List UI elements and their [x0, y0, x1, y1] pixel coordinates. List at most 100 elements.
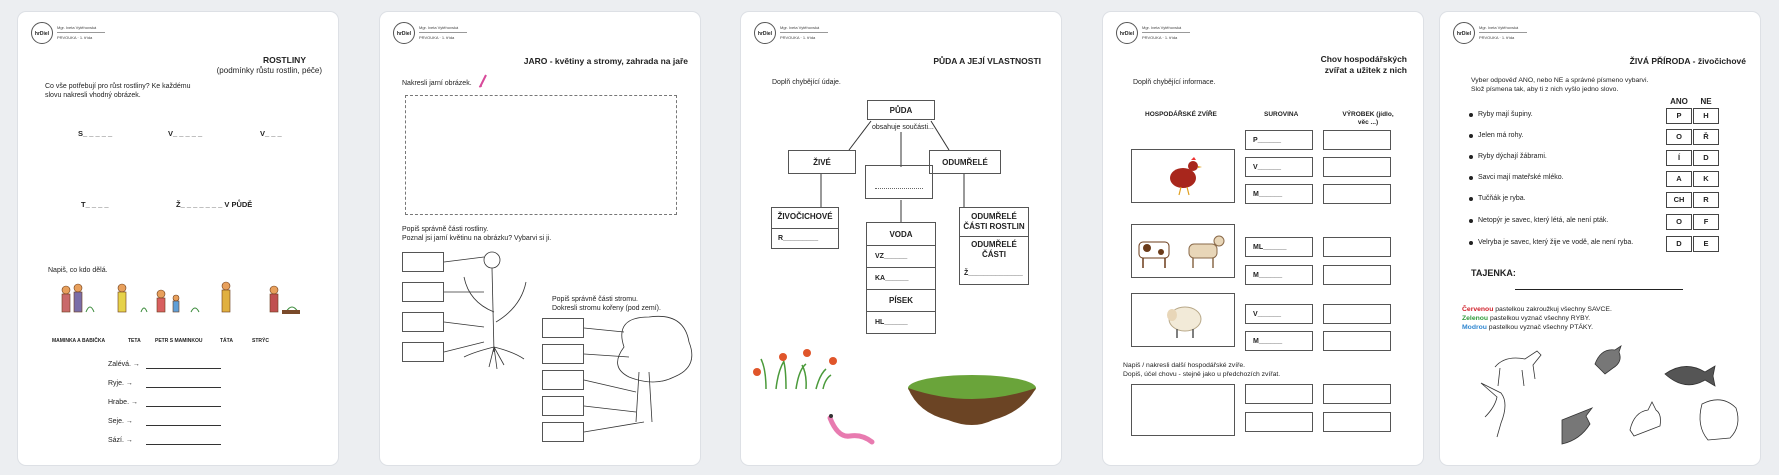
plant-label-box-3[interactable]: [402, 312, 444, 332]
node-item-3-label: PÍSEK: [888, 296, 913, 305]
tree-label-box-1[interactable]: [542, 318, 584, 338]
plant-label-box-4[interactable]: [402, 342, 444, 362]
product-box-5[interactable]: [1323, 265, 1391, 285]
node-item-1-label: VZ______: [875, 253, 908, 260]
divider: [959, 236, 1029, 237]
page-title: Chov hospodářských zvířat a užitek z nic…: [1320, 54, 1407, 76]
color-word-blue: Modrou: [1462, 324, 1487, 331]
answer-no-1[interactable]: H: [1693, 108, 1719, 124]
tree-label-box-4[interactable]: [542, 396, 584, 416]
page-title: ŽIVÁ PŘÍRODA - živočichové: [1629, 56, 1746, 66]
bullet: [1469, 197, 1473, 201]
plant-label-box-1[interactable]: [402, 252, 444, 272]
product-box-2[interactable]: [1323, 157, 1391, 177]
color-task-2-text: pastelkou vyznač všechny RYBY.: [1488, 315, 1591, 322]
verb-2: Ryje. →: [108, 380, 133, 387]
product-box-3[interactable]: [1323, 184, 1391, 204]
header-author: Mgr. Iveta Vytěhovská: [1142, 25, 1182, 30]
secret-word-label: TAJENKA:: [1471, 268, 1516, 278]
gardening-people-illustration: [61, 281, 300, 314]
bullet: [1469, 241, 1473, 245]
school-logo: hrDiel: [754, 22, 776, 44]
color-task-3: Modrou pastelkou vyznač všechny PTÁKY.: [1462, 324, 1593, 333]
col-yes: ANO: [1670, 97, 1688, 106]
drawing-area[interactable]: [405, 95, 677, 215]
worksheet-rostliny: hrDiel Mgr. Iveta Vytěhovská PRVOUKA · 1…: [17, 11, 339, 466]
plant-task: Popiš správně části rostliny. Poznal jsi…: [402, 226, 552, 243]
animal-box-cow-goat: [1131, 224, 1235, 278]
material-box-2[interactable]: [1245, 157, 1313, 177]
bullet: [1469, 176, 1473, 180]
statement-3: Ryby dýchají žábrami.: [1478, 153, 1547, 160]
answer-line-1: [146, 368, 221, 369]
node-puda: [867, 100, 935, 120]
node-item-2-label: KA______: [875, 275, 909, 282]
extra-product-box-2[interactable]: [1323, 412, 1391, 432]
instruction: Doplň chybějící informace.: [1133, 79, 1216, 86]
material-box-3[interactable]: [1245, 184, 1313, 204]
answer-no-6[interactable]: F: [1693, 214, 1719, 230]
header-author: Mgr. Iveta Vytěhovská: [57, 25, 97, 30]
material-box-6[interactable]: [1245, 304, 1313, 324]
material-box-5[interactable]: [1245, 265, 1313, 285]
extra-material-box-1[interactable]: [1245, 384, 1313, 404]
product-box-6[interactable]: [1323, 304, 1391, 324]
tree-label-box-2[interactable]: [542, 344, 584, 364]
answer-yes-2[interactable]: O: [1666, 129, 1692, 145]
extra-product-box-1[interactable]: [1323, 384, 1391, 404]
answer-yes-3[interactable]: Í: [1666, 150, 1692, 166]
material-fill-1: P______: [1253, 137, 1282, 144]
product-box-1[interactable]: [1323, 130, 1391, 150]
divider: [771, 228, 839, 229]
answer-yes-7[interactable]: D: [1666, 236, 1692, 252]
product-box-7[interactable]: [1323, 331, 1391, 351]
node-dead-group: [959, 207, 1029, 285]
answer-yes-4[interactable]: A: [1666, 171, 1692, 187]
person-label-3: PETR S MAMINKOU: [155, 338, 203, 344]
verb-1: Zalévá. →: [108, 361, 140, 368]
tree-label-box-3[interactable]: [542, 370, 584, 390]
tree-task: Popiš správně části stromu. Dokresli str…: [552, 296, 661, 313]
tree-label-box-5[interactable]: [542, 422, 584, 442]
answer-yes-5[interactable]: CH: [1666, 192, 1692, 208]
material-box-7[interactable]: [1245, 331, 1313, 351]
answer-no-4[interactable]: K: [1693, 171, 1719, 187]
node-odumrele-label: ODUMŘELÉ: [942, 158, 988, 167]
material-box-1[interactable]: [1245, 130, 1313, 150]
statement-7: Velryba je savec, který žije ve vodě, al…: [1478, 239, 1634, 246]
answer-no-7[interactable]: E: [1693, 236, 1719, 252]
node-blank[interactable]: [865, 165, 933, 199]
color-task-1: Červenou pastelkou zakroužkuj všechny SA…: [1462, 306, 1612, 315]
header-subject: PRVOUKA · 1. třída: [57, 35, 93, 40]
material-fill-7: M______: [1253, 338, 1283, 345]
product-box-4[interactable]: [1323, 237, 1391, 257]
page-subtitle: (podmínky růstu rostlin, péče): [216, 66, 322, 75]
extra-material-box-2[interactable]: [1245, 412, 1313, 432]
answer-no-3[interactable]: D: [1693, 150, 1719, 166]
task2-text: Napiš / nakresli další hospodářské zvíře…: [1123, 362, 1281, 378]
node-voda-label: VODA: [889, 230, 913, 239]
statement-6: Netopýr je savec, který létá, ale není p…: [1478, 217, 1609, 224]
word-fill-2: V_ _ _ _ _: [168, 129, 203, 138]
bullet: [1469, 155, 1473, 159]
answer-line-2: [146, 387, 221, 388]
node-dead2-label: ODUMŘELÉ ČÁSTI: [971, 240, 1017, 260]
school-logo: hrDiel: [393, 22, 415, 44]
instruction: Vyber odpověď ANO, nebo NE a správné pís…: [1471, 77, 1649, 93]
material-fill-2: V______: [1253, 164, 1282, 171]
answer-no-5[interactable]: R: [1693, 192, 1719, 208]
answer-yes-6[interactable]: O: [1666, 214, 1692, 230]
plant-label-box-2[interactable]: [402, 282, 444, 302]
header-subject: PRVOUKA · 1. třída: [780, 35, 816, 40]
draw-instruction: Nakresli jarní obrázek.: [402, 80, 472, 87]
node-zive-label: ŽIVÉ: [813, 158, 831, 167]
secret-word-line[interactable]: [1515, 289, 1683, 290]
person-label-5: STRÝC: [252, 338, 269, 344]
col-header-product: VÝROBEK (jídlo, věc ...): [1342, 111, 1394, 127]
answer-yes-1[interactable]: P: [1666, 108, 1692, 124]
answer-no-2[interactable]: Ř: [1693, 129, 1719, 145]
node-zive: [788, 150, 856, 174]
draw-animal-box[interactable]: [1131, 384, 1235, 436]
word-fill-1: S_ _ _ _ _: [78, 129, 113, 138]
material-box-4[interactable]: [1245, 237, 1313, 257]
